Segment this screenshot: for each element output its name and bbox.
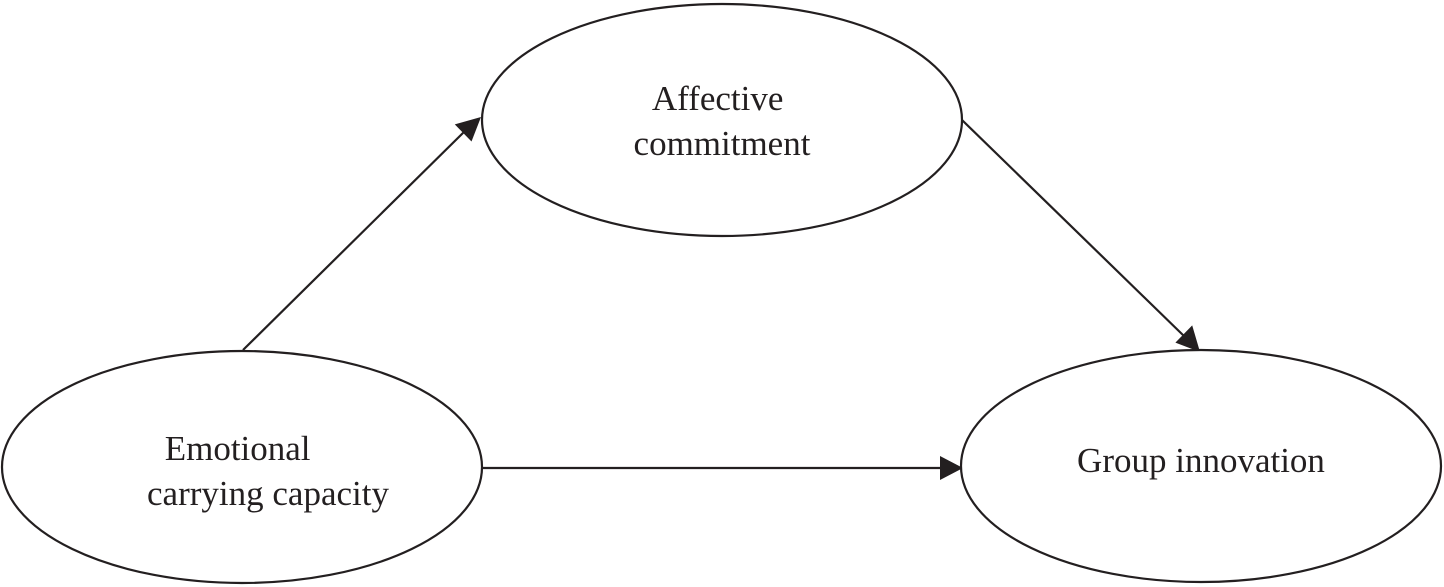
node-label: Emotional carrying capacity [147,429,389,513]
edge-emotional-to-innovation [483,456,963,480]
node-label: Group innovation [1077,441,1325,480]
arrow-head [1175,325,1200,352]
edge-line [961,119,1186,338]
edge-line [242,129,467,351]
edge-emotional-to-affective [242,117,481,351]
node-label: Affective commitment [634,79,811,163]
node-ellipse [959,348,1443,584]
node-label-line: Affective [652,79,784,118]
node-label-line: Emotional [165,429,311,468]
node-ellipse [0,349,484,585]
node-group-innovation: Group innovation [959,348,1443,584]
node-label-line: Group innovation [1077,441,1325,480]
arrow-head [454,117,481,142]
node-emotional-carrying-capacity: Emotional carrying capacity [0,349,484,585]
node-label-line: carrying capacity [147,474,389,513]
arrow-head [940,456,963,480]
node-affective-commitment: Affective commitment [480,2,964,238]
node-label-line: commitment [634,124,811,163]
edge-affective-to-innovation [961,119,1200,352]
node-ellipse [480,2,964,238]
